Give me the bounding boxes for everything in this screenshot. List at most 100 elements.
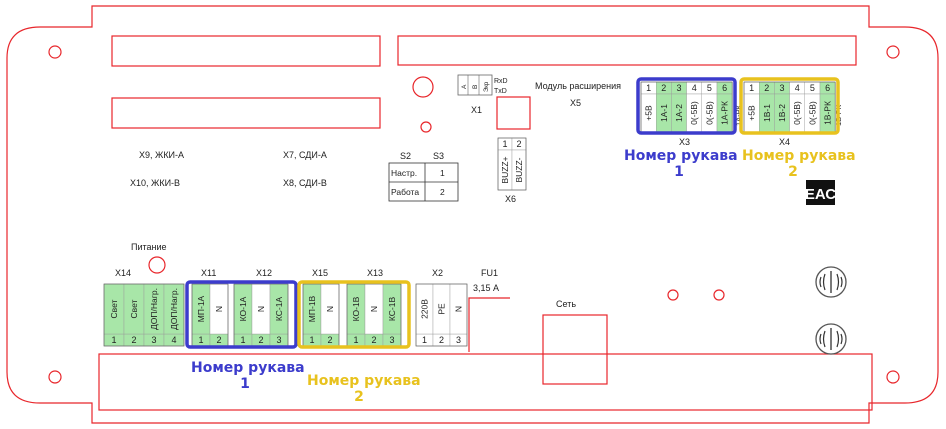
ground-icon <box>815 323 847 355</box>
terminal-label: N <box>325 306 335 312</box>
pin-number: 5 <box>810 83 815 93</box>
switch-table: Настр. Работа 1 2 <box>388 162 459 202</box>
x11-label: X11 <box>201 268 216 278</box>
terminal-label: BUZZ- <box>514 157 524 182</box>
svg-text:1: 1 <box>440 168 445 178</box>
module-label: Модуль расширения <box>535 81 621 91</box>
terminal-label: 0(-5В) <box>704 101 714 125</box>
terminal-label: 220В <box>420 299 430 319</box>
svg-text:TxD: TxD <box>494 88 507 95</box>
ground-icon <box>815 266 847 298</box>
fuse-outline <box>468 297 510 352</box>
terminal-label: 0(-5В) <box>792 101 802 125</box>
pin-number: 3 <box>276 335 281 345</box>
terminal-label: PE <box>437 303 447 315</box>
x9-label: X9, ЖКИ-А <box>139 150 184 160</box>
pin-number: 2 <box>439 335 444 345</box>
pin-number: 1 <box>353 335 358 345</box>
x1-label: X1 <box>471 105 482 115</box>
svg-text:Работа: Работа <box>391 187 419 197</box>
highlight-x13 <box>297 280 411 349</box>
seti-outline <box>542 314 608 385</box>
pin-number: 1 <box>111 335 116 345</box>
eac-mark: ЕАС <box>805 180 836 205</box>
terminal-label: 1А-1 <box>659 104 669 122</box>
power-hole <box>148 256 166 274</box>
pin-number: 3 <box>676 83 681 93</box>
terminal-label: КО-1В <box>351 296 361 321</box>
pin-number: 2 <box>661 83 666 93</box>
fu1-value: 3,15 А <box>473 283 499 293</box>
pin-number: 2 <box>258 335 263 345</box>
terminal-label: N <box>214 306 224 312</box>
pin-number: 1 <box>422 335 427 345</box>
highlight-x3 <box>636 77 737 135</box>
terminal-label: N <box>454 306 464 312</box>
pin-number: 2 <box>516 139 521 149</box>
bottom-connector-outline <box>98 353 873 411</box>
x6-label: X6 <box>505 194 516 204</box>
terminal-label: КС-1А <box>274 297 284 322</box>
terminal-label: 0(-5В) <box>807 101 817 125</box>
component-outline <box>496 96 531 130</box>
terminal-label: МП-1В <box>307 295 317 322</box>
pin-number: 1 <box>646 83 651 93</box>
power-label: Питание <box>131 242 167 252</box>
terminal-label: 1А-РК <box>720 101 730 125</box>
svg-text:1: 1 <box>240 376 250 392</box>
svg-text:1: 1 <box>674 164 684 180</box>
mount-hole-tr <box>886 45 900 59</box>
x2-terminal-block: 1 2 3 220В PE N <box>415 283 468 347</box>
x4-label: X4 <box>779 137 790 147</box>
pin-number: 3 <box>456 335 461 345</box>
x5-connector-outline <box>397 35 857 66</box>
svg-text:A: A <box>461 84 468 89</box>
small-hole-2 <box>667 289 679 301</box>
terminal-label: 1В-1 <box>762 104 772 122</box>
sleeve-label-bottom-1: Номер рукава 1 <box>190 359 307 394</box>
terminal-label: N <box>369 306 379 312</box>
svg-text:ЕАС: ЕАС <box>805 186 836 203</box>
pin-number: 1 <box>198 335 203 345</box>
svg-text:Номер рукава: Номер рукава <box>624 148 738 164</box>
x13-label: X13 <box>367 268 383 278</box>
svg-text:RxD: RxD <box>494 78 508 85</box>
svg-text:Номер рукава: Номер рукава <box>742 148 856 164</box>
x3-label: X3 <box>679 137 690 147</box>
terminal-label: ДОП/Нагр. <box>169 288 179 330</box>
terminal-label: 1В-РК <box>823 101 833 125</box>
pin-number: 5 <box>707 83 712 93</box>
pin-number: 1 <box>502 139 507 149</box>
pin-number: 4 <box>795 83 800 93</box>
pin-number: 1 <box>240 335 245 345</box>
pin-number: 4 <box>692 83 697 93</box>
terminal-label: BUZZ+ <box>500 156 510 183</box>
sleeve-label-top-1: Номер рукава 1 <box>623 147 740 182</box>
mount-hole-bl <box>48 370 62 384</box>
svg-text:Номер рукава: Номер рукава <box>191 360 305 376</box>
terminal-label: 0(-5В) <box>689 101 699 125</box>
x10-label: X10, ЖКИ-В <box>130 178 180 188</box>
terminal-label: 1В-2 <box>777 104 787 122</box>
terminal-label: Свет <box>109 299 119 318</box>
pin-number: 3 <box>389 335 394 345</box>
pin-number: 6 <box>722 83 727 93</box>
terminal-label: КС-1В <box>387 297 397 322</box>
svg-text:2: 2 <box>788 164 798 180</box>
pin-number: 3 <box>779 83 784 93</box>
mount-hole-tl <box>48 45 62 59</box>
mount-hole-br <box>886 370 900 384</box>
sleeve-label-bottom-2: Номер рукава 2 <box>306 372 423 407</box>
fu1-label: FU1 <box>481 268 498 278</box>
pin-number: 1 <box>309 335 314 345</box>
pin-number: 3 <box>151 335 156 345</box>
terminal-label: Свет <box>129 299 139 318</box>
pin-number: 2 <box>131 335 136 345</box>
board-outline <box>6 5 939 424</box>
pin-number: 4 <box>171 335 176 345</box>
